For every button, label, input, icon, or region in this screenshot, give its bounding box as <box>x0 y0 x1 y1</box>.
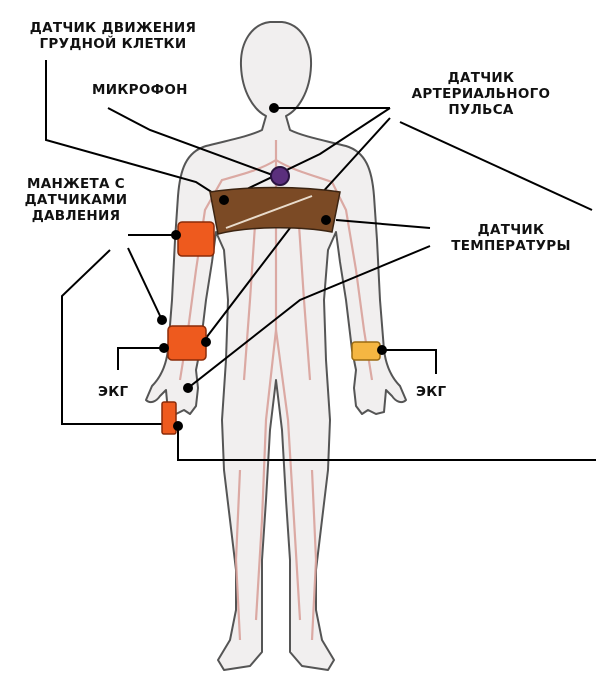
pressure-cuff-upper <box>178 222 214 256</box>
label-ecg-right: ЭКГ <box>416 384 446 400</box>
dot-hand-temp <box>183 383 193 393</box>
label-temp-line1: ДАТЧИК <box>432 222 590 238</box>
label-microphone: МИКРОФОН <box>92 82 188 98</box>
line-ecg-left <box>118 348 164 370</box>
pressure-cuff-forearm <box>168 326 206 360</box>
label-chest-motion-sensor: ДАТЧИК ДВИЖЕНИЯ ГРУДНОЙ КЛЕТКИ <box>8 20 218 52</box>
label-pulse-line1: ДАТЧИК <box>396 70 566 86</box>
line-cuff-forearm <box>128 248 162 320</box>
dot-ecg-left <box>159 343 169 353</box>
dot-ecg-right <box>377 345 387 355</box>
label-temperature-sensor: ДАТЧИК ТЕМПЕРАТУРЫ <box>432 222 590 254</box>
label-cuff-line2: ДАТЧИКАМИ <box>6 192 146 208</box>
label-pulse-line2: АРТЕРИАЛЬНОГО <box>396 86 566 102</box>
label-cuff-line1: МАНЖЕТА С <box>6 176 146 192</box>
dot-belt <box>219 195 229 205</box>
label-ecg-left: ЭКГ <box>98 384 128 400</box>
label-cuff-line3: ДАВЛЕНИЯ <box>6 208 146 224</box>
microphone-device <box>271 167 289 185</box>
dot-cuff-forearm <box>157 315 167 325</box>
label-temp-line2: ТЕМПЕРАТУРЫ <box>432 238 590 254</box>
finger-sensor <box>162 402 176 434</box>
label-arterial-pulse-sensor: ДАТЧИК АРТЕРИАЛЬНОГО ПУЛЬСА <box>396 70 566 118</box>
label-chest-motion-line2: ГРУДНОЙ КЛЕТКИ <box>8 36 218 52</box>
label-pressure-cuff: МАНЖЕТА С ДАТЧИКАМИ ДАВЛЕНИЯ <box>6 176 146 224</box>
right-wrist-band <box>352 342 380 360</box>
chest-belt <box>210 188 340 235</box>
label-chest-motion-line1: ДАТЧИК ДВИЖЕНИЯ <box>8 20 218 36</box>
line-pulse-hand <box>400 122 592 210</box>
dot-neck <box>269 103 279 113</box>
label-pulse-line3: ПУЛЬСА <box>396 102 566 118</box>
dot-belt-right <box>321 215 331 225</box>
dot-finger <box>173 421 183 431</box>
dot-arm-pulse <box>201 337 211 347</box>
dot-cuff-upper <box>171 230 181 240</box>
